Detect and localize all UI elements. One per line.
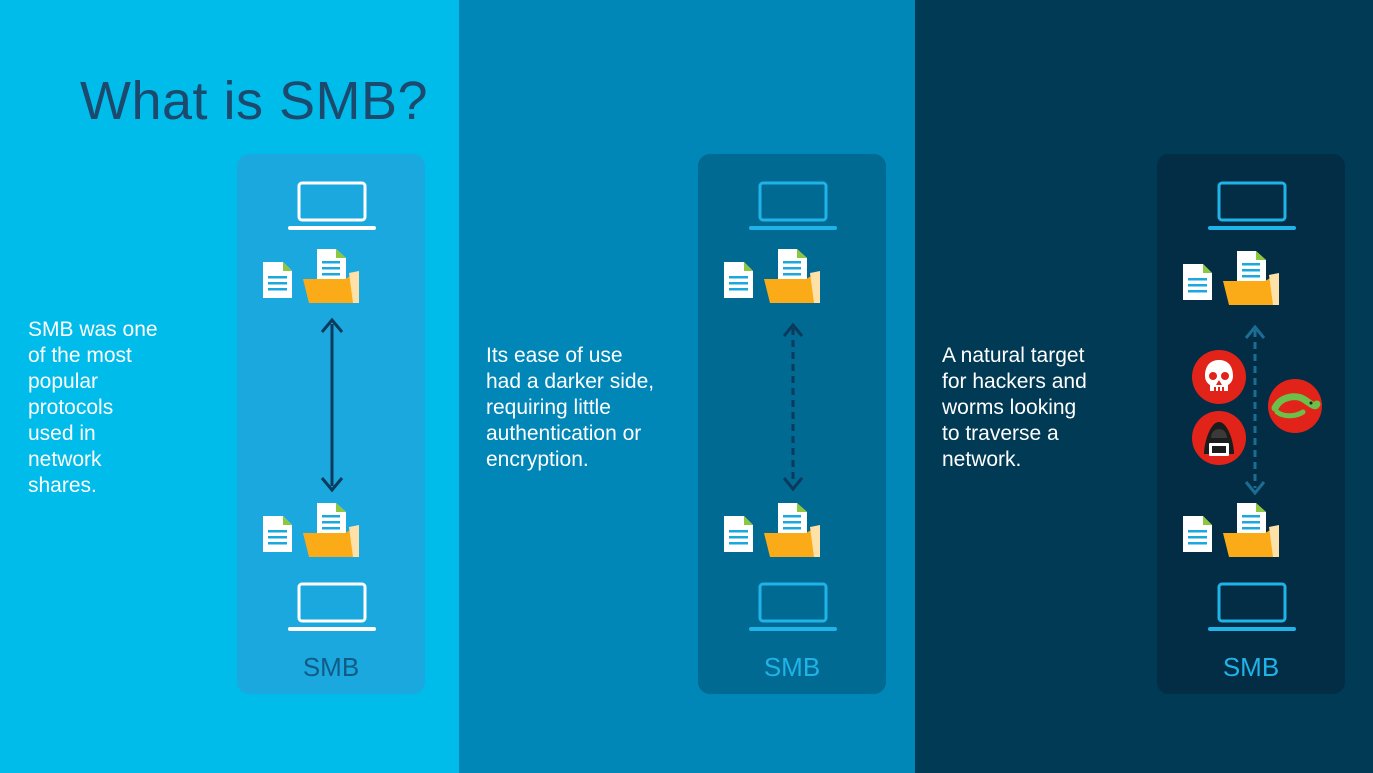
skull-icon (1192, 350, 1246, 404)
file-document-icon (1183, 516, 1212, 552)
smb-network-diagram (1183, 181, 1296, 631)
smb-diagram-card-3: SMB (1157, 154, 1345, 694)
smb-label: SMB (763, 652, 821, 682)
file-document-icon (724, 516, 753, 552)
dashed-connection-arrow (782, 322, 804, 492)
panel-1-description: SMB was one of the most popular protocol… (28, 318, 158, 497)
folder-icon (303, 503, 359, 557)
page-title: What is SMB? (80, 71, 429, 131)
laptop-icon (749, 181, 837, 230)
smb-label: SMB (1222, 652, 1280, 682)
laptop-icon (288, 181, 376, 230)
laptop-icon (1208, 181, 1296, 230)
folder-icon (1223, 503, 1279, 557)
folder-icon (303, 249, 359, 303)
smb-network-diagram (724, 181, 837, 631)
folder-icon (764, 503, 820, 557)
file-document-icon (263, 262, 292, 298)
panel-smb-overview: What is SMB? SMB was one of the most pop… (0, 0, 459, 773)
smb-diagram-card-1: SMB (237, 154, 425, 694)
smb-label: SMB (302, 652, 360, 682)
folder-icon (1223, 251, 1279, 305)
panel-3-description: A natural target for hackers and worms l… (942, 344, 1087, 471)
connection-arrow (320, 317, 344, 493)
smb-diagram-card-2: SMB (698, 154, 886, 694)
file-document-icon (1183, 264, 1212, 300)
file-document-icon (724, 262, 753, 298)
panel-2-description: Its ease of use had a darker side, requi… (486, 344, 655, 471)
smb-network-diagram (263, 181, 376, 631)
panel-smb-threats: A natural target for hackers and worms l… (915, 0, 1373, 773)
hacker-icon (1192, 411, 1246, 465)
file-document-icon (263, 516, 292, 552)
dashed-connection-arrow (1244, 324, 1266, 496)
panel-smb-weakness: Its ease of use had a darker side, requi… (459, 0, 915, 773)
worm-icon (1268, 379, 1322, 433)
laptop-icon (288, 582, 376, 631)
laptop-icon (1208, 582, 1296, 631)
folder-icon (764, 249, 820, 303)
laptop-icon (749, 582, 837, 631)
